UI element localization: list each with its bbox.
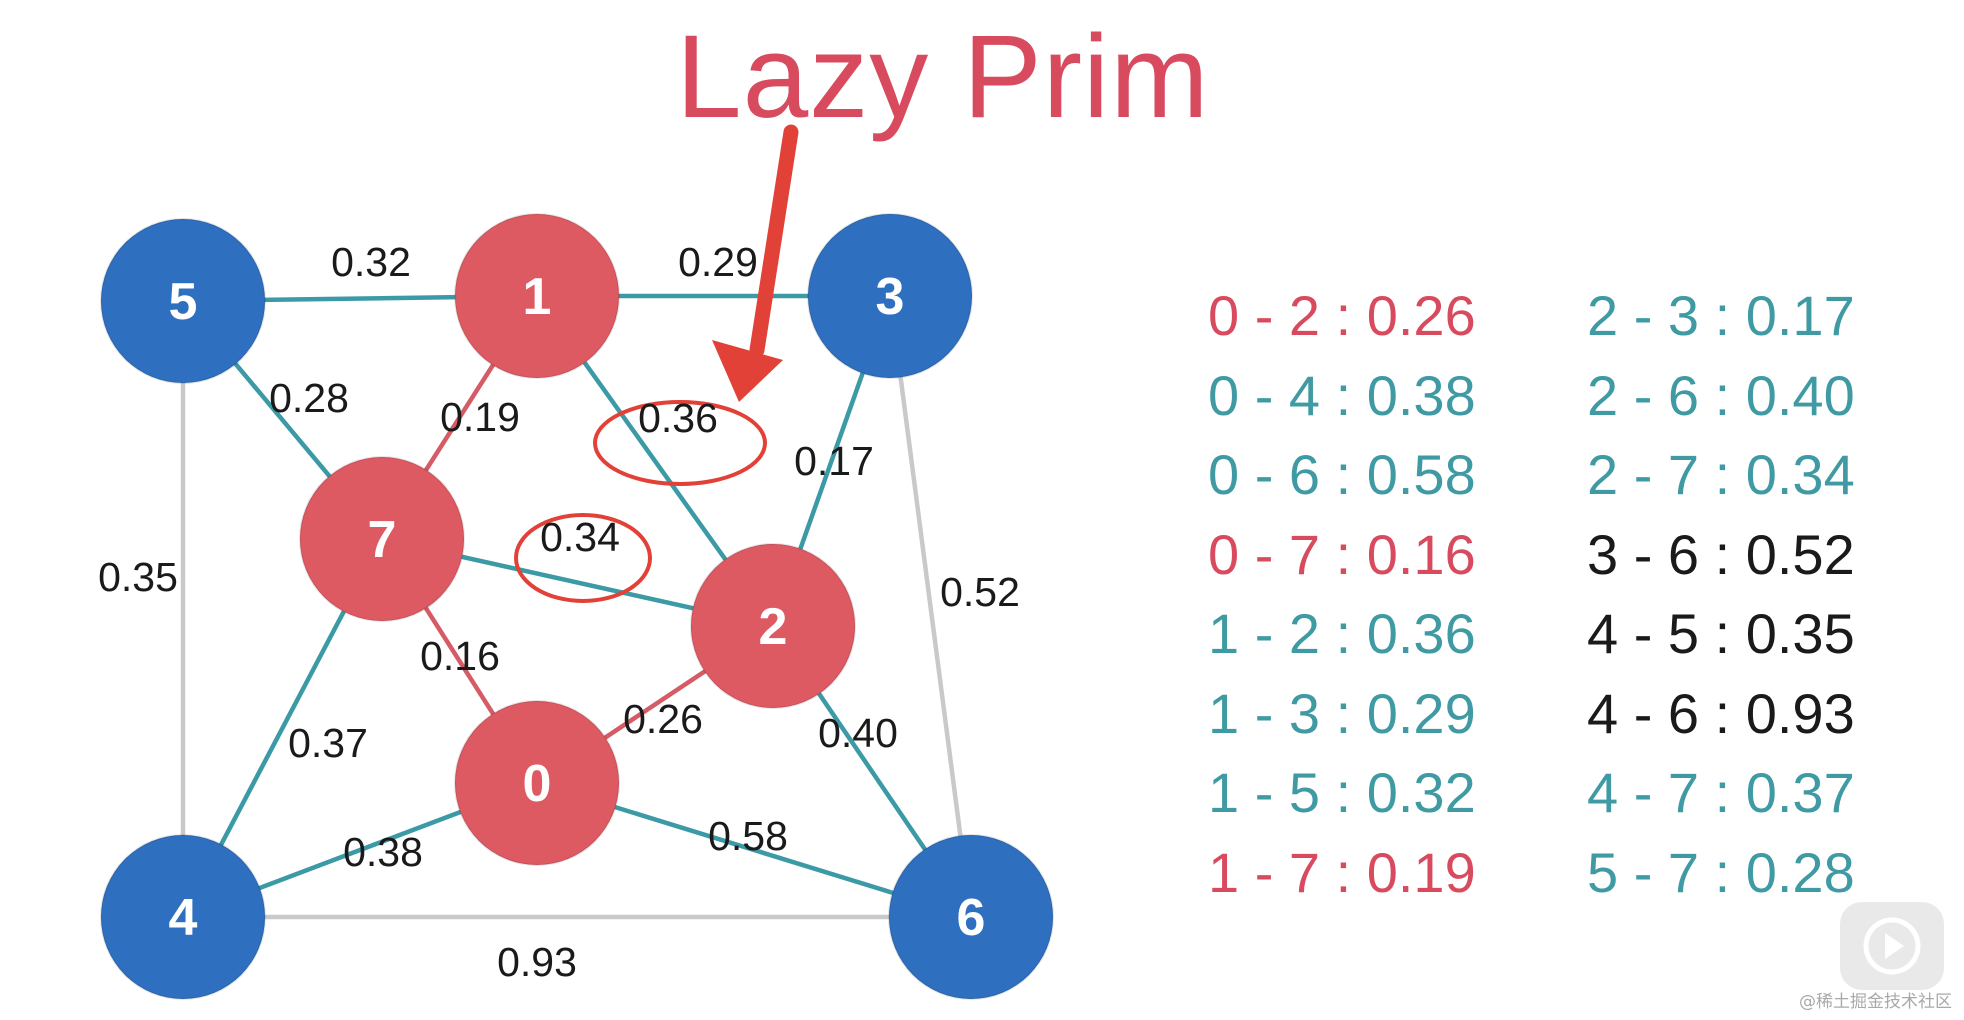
edge-weight-1-7: 0.19 — [440, 394, 520, 440]
node-label: 0 — [523, 755, 552, 813]
node-label: 6 — [957, 889, 986, 947]
edge-list-item: 1 - 5 : 0.32 — [1208, 761, 1476, 824]
edge-list-left: 0 - 2 : 0.26 0 - 4 : 0.38 0 - 6 : 0.58 0 - … — [1208, 276, 1476, 912]
edge-weight-1-3: 0.29 — [678, 239, 758, 285]
node-4: 4 — [100, 834, 266, 1000]
node-3: 3 — [807, 213, 973, 379]
annotation-circle — [593, 400, 767, 486]
node-2: 2 — [690, 543, 856, 709]
edge-list-item: 1 - 2 : 0.36 — [1208, 602, 1476, 665]
edge-weights-layer: 0.26 0.38 0.58 0.16 0.36 0.29 0.32 0.19 0.17 0.40… — [98, 239, 1020, 985]
edge-list-item: 5 - 7 : 0.28 — [1587, 840, 1855, 904]
edge-weight-4-5: 0.35 — [98, 554, 178, 600]
annotation-circle — [514, 513, 652, 603]
edge-weight-2-7: 0.34 — [540, 514, 620, 560]
watermark-text: @稀土掘金技术社区 — [1799, 992, 1952, 1012]
edge-list-item: 2 - 7 : 0.34 — [1587, 443, 1855, 506]
edge-list-item: 4 - 6 : 0.93 — [1587, 681, 1855, 745]
node-1: 1 — [454, 213, 620, 379]
arrow-shaft — [749, 124, 799, 358]
node-7: 7 — [299, 456, 465, 622]
edge-weight-4-7: 0.37 — [288, 720, 368, 766]
edge-list-item: 0 - 6 : 0.58 — [1208, 443, 1476, 506]
edge-list-item: 2 - 6 : 0.40 — [1587, 363, 1855, 427]
edge-list-item: 0 - 4 : 0.38 — [1208, 363, 1476, 427]
edge-weight-0-2: 0.26 — [623, 696, 703, 742]
node-5: 5 — [100, 218, 266, 384]
edge-weight-1-5: 0.32 — [331, 239, 411, 285]
play-icon — [1840, 902, 1944, 990]
edge-list-item: 0 - 7 : 0.16 — [1208, 522, 1476, 586]
edge-list-item: 4 - 7 : 0.37 — [1587, 761, 1855, 824]
node-label: 5 — [169, 273, 198, 331]
arrow-head-icon — [712, 340, 783, 402]
edge-list-item: 4 - 5 : 0.35 — [1587, 602, 1855, 665]
watermark: @稀土掘金技术社区 — [1732, 902, 1952, 1012]
edge-list-right: 2 - 3 : 0.17 2 - 6 : 0.40 2 - 7 : 0.34 3 - … — [1587, 276, 1855, 912]
edge-list-item: 1 - 3 : 0.29 — [1208, 681, 1476, 745]
edge-list-item: 3 - 6 : 0.52 — [1587, 522, 1855, 586]
node-6: 6 — [888, 834, 1054, 1000]
edge-list-item: 0 - 2 : 0.26 — [1208, 284, 1476, 347]
edge-weight-0-4: 0.38 — [343, 829, 423, 875]
node-label: 7 — [368, 511, 397, 569]
edge-weight-5-7: 0.28 — [269, 375, 349, 421]
node-0: 0 — [454, 700, 620, 866]
edge-weight-2-3: 0.17 — [794, 438, 874, 484]
edge-weight-1-2: 0.36 — [638, 395, 718, 441]
edge-weight-0-6: 0.58 — [708, 813, 788, 859]
annotation-arrow — [712, 124, 799, 402]
edge-weight-3-6: 0.52 — [940, 569, 1020, 615]
edge-weight-2-6: 0.40 — [818, 710, 898, 756]
page-title: Lazy Prim — [676, 11, 1210, 143]
edge-weight-4-6: 0.93 — [497, 939, 577, 985]
node-label: 3 — [876, 268, 905, 326]
node-label: 1 — [523, 268, 552, 326]
annotation-circles — [514, 400, 767, 603]
edge-list-item: 1 - 7 : 0.19 — [1208, 840, 1476, 904]
edge-3-6 — [887, 293, 974, 920]
edge-list-item: 2 - 3 : 0.17 — [1587, 284, 1855, 347]
node-label: 2 — [759, 598, 788, 656]
edge-weight-0-7: 0.16 — [420, 633, 500, 679]
node-label: 4 — [169, 889, 198, 947]
nodes-layer: 0 1 2 3 4 5 6 7 — [100, 213, 1054, 1000]
